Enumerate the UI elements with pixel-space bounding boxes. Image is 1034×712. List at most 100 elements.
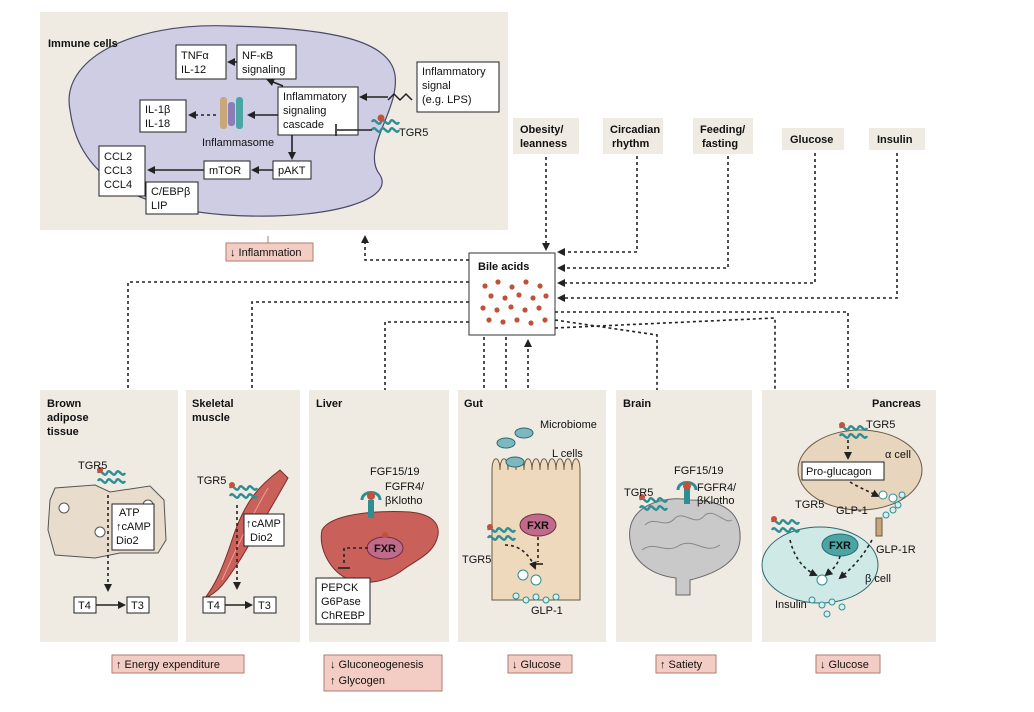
bat-title-2: adipose — [47, 412, 89, 424]
cascade-line2: signaling — [283, 105, 326, 117]
muscle-dio2-label: Dio2 — [250, 532, 273, 544]
pakt-label: pAKT — [278, 165, 306, 177]
leanness-label: leanness — [520, 138, 567, 150]
pancreas-outcome-label: ↓ Glucose — [820, 659, 869, 671]
bile-acids-title: Bile acids — [478, 261, 529, 273]
muscle-t3-box — [253, 596, 277, 614]
bat-title-3: tissue — [47, 426, 79, 438]
proglucagon-box — [801, 461, 885, 481]
bat-t3-label: T3 — [131, 600, 144, 612]
pancreas-glp1-label: GLP-1 — [836, 505, 868, 517]
inflammasome-icon — [220, 97, 243, 129]
microbiome-label: Microbiome — [540, 419, 597, 431]
bat-tgr5-label: TGR5 — [78, 460, 107, 472]
ccl4-label: CCL4 — [104, 179, 132, 191]
obesity-label: Obesity/ — [520, 124, 563, 136]
insulin-label: Insulin — [775, 599, 807, 611]
inflammatory-cascade-box — [277, 86, 359, 136]
il18-label: IL-18 — [145, 118, 170, 130]
insulin-vesicles — [808, 596, 846, 618]
bat-camp-label: ↑cAMP — [116, 521, 151, 533]
brain-klotho-label: βKlotho — [697, 495, 735, 507]
liver-gene-box — [315, 577, 371, 625]
gut-outcome-label: ↓ Glucose — [512, 659, 561, 671]
inflammation-outcome-label: ↓ Inflammation — [230, 247, 302, 259]
nfkb-box — [236, 44, 297, 80]
gut-title: Gut — [464, 398, 483, 410]
bat-signal-box — [111, 503, 155, 551]
il12-label: IL-12 — [181, 64, 206, 76]
cebp-label: C/EBPβ — [151, 186, 190, 198]
brain-fgfr4-label: FGFR4/ — [697, 482, 737, 494]
circadian-label: Circadian — [610, 124, 660, 136]
ccl2-label: CCL2 — [104, 151, 132, 163]
ccl-box — [98, 145, 146, 197]
glucose-factor-label: Glucose — [790, 134, 833, 146]
lcells-label: L cells — [552, 448, 583, 460]
muscle-camp-label: ↑cAMP — [246, 518, 281, 530]
immune-cells-title: Immune cells — [48, 38, 118, 50]
liver-title: Liver — [316, 398, 343, 410]
bile-acids-box: Bile acids — [468, 252, 556, 336]
microbiome-icon — [496, 427, 534, 468]
pancreas-vesicles — [878, 490, 906, 519]
liver-panel: Liver FXR FGF15/19 FGFR4/ βKlotho PEPCK … — [309, 390, 449, 642]
feeding-label: Feeding/ — [700, 124, 745, 136]
gluconeogenesis-outcome-label: ↓ Gluconeogenesis — [330, 659, 424, 671]
il1b-label: IL-1β — [145, 104, 170, 116]
muscle-signal-box — [243, 513, 285, 547]
fasting-label: fasting — [702, 138, 738, 150]
brain-outcome-label: ↑ Satiety — [660, 659, 703, 671]
glp1r-label: GLP-1R — [876, 544, 916, 556]
gut-fxr-label: FXR — [527, 520, 549, 532]
proglucagon-label: Pro-glucagon — [806, 466, 871, 478]
rhythm-label: rhythm — [612, 138, 650, 150]
tnfa-il12-box — [175, 44, 227, 80]
brain-title: Brain — [623, 398, 651, 410]
bat-t3-box — [126, 596, 150, 614]
glycogen-outcome-label: ↑ Glycogen — [330, 675, 385, 687]
bile-acid-dots — [480, 279, 549, 326]
pepck-label: PEPCK — [321, 582, 359, 594]
upstream-factors: Obesity/ leanness Circadian rhythm Feedi… — [513, 118, 925, 154]
immune-cells-panel: Immune cells TNFα IL-12 NF-κB signaling … — [40, 12, 508, 230]
signal-line2: signal — [422, 80, 451, 92]
pancreas-fxr-label: FXR — [829, 540, 851, 552]
cascade-line3: cascade — [283, 119, 324, 131]
il1b-il18-box — [139, 99, 187, 133]
nfkb-label: NF-κB — [242, 50, 273, 62]
factor-arrows — [361, 153, 898, 302]
muscle-title-1: Skeletal — [192, 398, 234, 410]
insulin-factor-label: Insulin — [877, 134, 913, 146]
gut-glp1-label: GLP-1 — [531, 605, 563, 617]
alpha-tgr5-label: TGR5 — [866, 419, 895, 431]
gut-vesicles — [512, 569, 560, 604]
bat-dio2-label: Dio2 — [116, 535, 139, 547]
liver-fgf-label: FGF15/19 — [370, 466, 420, 478]
lip-label: LIP — [151, 200, 168, 212]
brown-adipose-panel: Brown adipose tissue TGR5 ATP ↑cAMP Dio2… — [40, 390, 178, 642]
cascade-line1: Inflammatory — [283, 91, 347, 103]
alpha-cell-label: α cell — [885, 449, 911, 461]
liver-outcome — [323, 654, 443, 692]
mtor-label: mTOR — [209, 165, 241, 177]
g6pase-label: G6Pase — [321, 596, 361, 608]
bat-t4-label: T4 — [78, 600, 91, 612]
signal-line1: Inflammatory — [422, 66, 486, 78]
pancreas-title: Pancreas — [872, 398, 921, 410]
muscle-t3-label: T3 — [258, 600, 271, 612]
muscle-t4-label: T4 — [207, 600, 220, 612]
pancreas-outcome — [815, 654, 881, 674]
chrebp-label: ChREBP — [321, 610, 365, 622]
energy-outcome — [111, 654, 245, 674]
bat-title-1: Brown — [47, 398, 82, 410]
inflammatory-signal-box — [416, 61, 500, 113]
liver-klotho-label: βKlotho — [385, 495, 423, 507]
bat-atp-label: ATP — [119, 507, 140, 519]
brain-outcome — [655, 654, 717, 674]
immune-tgr5-label: TGR5 — [399, 127, 428, 139]
signal-line3: (e.g. LPS) — [422, 94, 472, 106]
energy-outcome-label: ↑ Energy expenditure — [116, 659, 220, 671]
pancreas-panel: Pancreas TGR5 Pro-glucagon α cell GLP-1 … — [761, 390, 936, 642]
